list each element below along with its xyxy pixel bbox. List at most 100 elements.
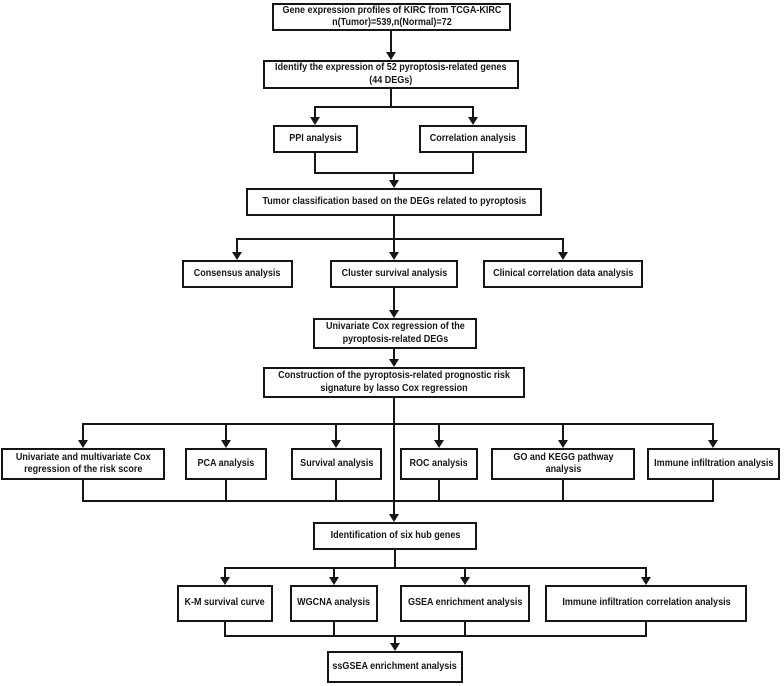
node-immune-infiltration-correlation: Immune infiltration correlation analysis	[545, 585, 747, 622]
flow-line	[712, 423, 714, 440]
node-clinical-correlation-analysis-label: Clinical correlation data analysis	[492, 267, 634, 279]
node-uni-multi-cox-label: Univariate and multivariate Cox regressi…	[15, 451, 151, 475]
flow-line	[438, 480, 440, 500]
node-construction-risk-signature-label: Construction of the pyroptosis-related p…	[278, 370, 510, 394]
flow-line	[464, 622, 466, 635]
flow-line	[393, 349, 395, 359]
flow-line	[314, 106, 316, 117]
arrow-down-icon	[460, 577, 470, 585]
node-univariate-cox: Univariate Cox regression of the pyropto…	[313, 318, 477, 349]
flow-line	[438, 423, 440, 440]
flow-line	[472, 106, 474, 117]
flow-line	[393, 172, 395, 180]
node-identify-genes-label: Identify the expression of 52 pyroptosis…	[275, 62, 507, 86]
node-immune-infiltration-correlation-label: Immune infiltration correlation analysis	[561, 597, 731, 609]
flow-line	[390, 30, 392, 52]
arrow-down-icon	[389, 180, 399, 188]
node-gsea-analysis-label: GSEA enrichment analysis	[407, 597, 523, 609]
flow-line	[82, 423, 714, 425]
arrow-down-icon	[389, 514, 399, 522]
flow-line	[224, 635, 647, 637]
flow-line	[394, 635, 396, 643]
node-roc-analysis: ROC analysis	[400, 448, 478, 480]
flow-line	[464, 567, 466, 577]
arrow-down-icon	[434, 440, 444, 448]
flow-line	[645, 567, 647, 577]
flow-line	[393, 288, 395, 310]
node-cluster-survival-analysis-label: Cluster survival analysis	[341, 267, 447, 279]
node-tumor-classification: Tumor classification based on the DEGs r…	[246, 188, 542, 216]
flow-line	[394, 550, 396, 567]
flow-line	[562, 480, 564, 500]
node-correlation-analysis: Correlation analysis	[419, 125, 527, 153]
flow-line	[82, 500, 714, 502]
node-survival-analysis-label: Survival analysis	[299, 457, 374, 469]
flow-line	[224, 567, 647, 569]
flow-line	[335, 480, 337, 500]
node-clinical-correlation-analysis: Clinical correlation data analysis	[483, 260, 643, 288]
node-tcga-label: Gene expression profiles of KIRC from TC…	[282, 4, 501, 28]
node-immune-infiltration-analysis: Immune infiltration analysis	[647, 448, 780, 480]
node-tumor-classification-label: Tumor classification based on the DEGs r…	[262, 195, 526, 207]
node-immune-infiltration-analysis-label: Immune infiltration analysis	[653, 457, 774, 469]
flow-line	[393, 398, 395, 514]
arrow-down-icon	[708, 440, 718, 448]
arrow-down-icon	[220, 577, 230, 585]
flow-line	[712, 480, 714, 500]
arrow-down-icon	[389, 310, 399, 318]
flow-line	[393, 238, 395, 252]
flow-line	[472, 153, 474, 172]
arrow-down-icon	[386, 52, 396, 60]
arrow-down-icon	[558, 440, 568, 448]
arrow-down-icon	[390, 643, 400, 651]
node-gsea-analysis: GSEA enrichment analysis	[400, 585, 530, 622]
node-uni-multi-cox: Univariate and multivariate Cox regressi…	[1, 448, 165, 480]
node-survival-analysis: Survival analysis	[291, 448, 382, 480]
node-consensus-analysis: Consensus analysis	[182, 260, 293, 288]
flow-line	[314, 106, 474, 108]
flow-line	[333, 567, 335, 577]
node-km-survival-curve: K-M survival curve	[177, 585, 273, 622]
node-go-kegg-analysis: GO and KEGG pathway analysis	[491, 448, 635, 480]
arrow-down-icon	[641, 577, 651, 585]
flow-line	[225, 423, 227, 440]
flow-line	[335, 423, 337, 440]
node-univariate-cox-label: Univariate Cox regression of the pyropto…	[325, 321, 465, 345]
flow-line	[82, 423, 84, 440]
arrow-down-icon	[468, 117, 478, 125]
node-hub-genes-label: Identification of six hub genes	[330, 529, 460, 541]
arrow-down-icon	[221, 440, 231, 448]
node-cluster-survival-analysis: Cluster survival analysis	[330, 260, 458, 288]
arrow-down-icon	[310, 117, 320, 125]
flow-line	[236, 238, 238, 252]
flow-line	[645, 622, 647, 635]
flow-line	[225, 480, 227, 500]
node-ppi-analysis-label: PPI analysis	[289, 132, 342, 144]
arrow-down-icon	[389, 252, 399, 260]
node-wgcna-analysis-label: WGCNA analysis	[297, 597, 371, 609]
node-identify-genes: Identify the expression of 52 pyroptosis…	[263, 60, 519, 89]
node-wgcna-analysis: WGCNA analysis	[290, 585, 378, 622]
arrow-down-icon	[232, 252, 242, 260]
node-ssgsea-analysis: ssGSEA enrichment analysis	[327, 651, 463, 683]
flow-line	[314, 153, 316, 172]
flow-line	[224, 622, 226, 635]
node-km-survival-curve-label: K-M survival curve	[184, 597, 266, 609]
node-tcga: Gene expression profiles of KIRC from TC…	[272, 3, 511, 31]
arrow-down-icon	[329, 577, 339, 585]
node-roc-analysis-label: ROC analysis	[409, 457, 469, 469]
node-consensus-analysis-label: Consensus analysis	[194, 267, 281, 279]
node-correlation-analysis-label: Correlation analysis	[429, 132, 517, 144]
flow-line	[562, 423, 564, 440]
node-pca-analysis-label: PCA analysis	[197, 457, 255, 469]
flow-line	[393, 216, 395, 238]
flow-line	[236, 238, 564, 240]
node-pca-analysis: PCA analysis	[185, 448, 267, 480]
flow-line	[562, 238, 564, 252]
flow-line	[333, 622, 335, 635]
node-go-kegg-analysis-label: GO and KEGG pathway analysis	[512, 451, 614, 475]
flow-line	[224, 567, 226, 577]
node-ppi-analysis: PPI analysis	[273, 125, 358, 153]
node-construction-risk-signature: Construction of the pyroptosis-related p…	[263, 367, 525, 398]
